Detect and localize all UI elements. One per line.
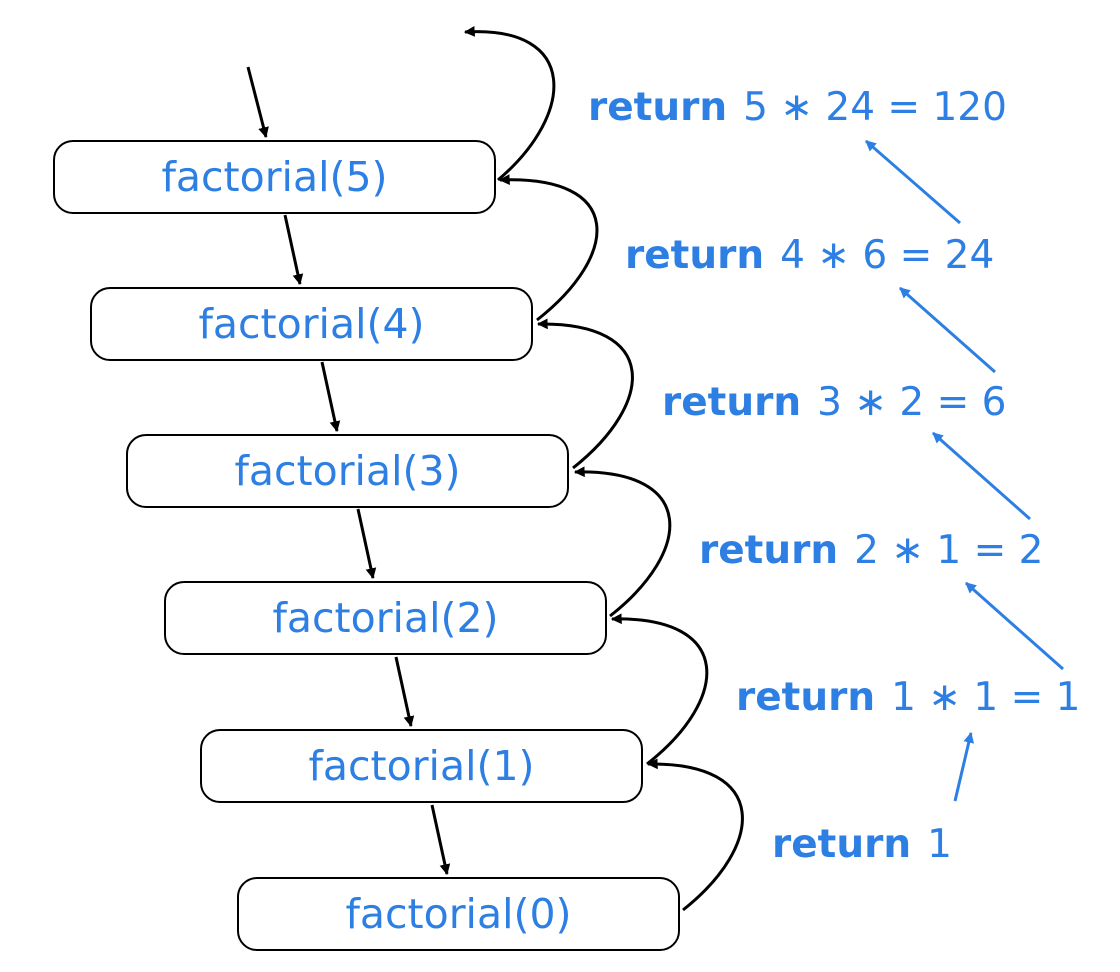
- return-keyword: return: [662, 380, 802, 425]
- call-label: factorial(4): [198, 300, 425, 348]
- return-curve-arrow: [536, 318, 634, 470]
- call-label: factorial(0): [345, 890, 572, 938]
- call-label: factorial(3): [234, 447, 461, 495]
- return-expression: 5 ∗ 24 = 120: [743, 85, 1007, 130]
- call-box-factorial-1: factorial(1): [200, 729, 643, 803]
- value-arrow: [865, 139, 961, 225]
- call-box-factorial-5: factorial(5): [53, 140, 496, 214]
- call-arrow: [394, 656, 415, 728]
- return-keyword: return: [772, 822, 912, 867]
- return-expression: 1: [927, 822, 952, 867]
- call-box-factorial-2: factorial(2): [164, 581, 607, 655]
- return-label-5: return 1 ∗ 1 = 1: [736, 678, 1080, 717]
- exit-arrow: [463, 26, 556, 182]
- return-label-6: return 1: [772, 825, 952, 864]
- return-label-2: return 4 ∗ 6 = 24: [625, 236, 994, 275]
- entry-arrow: [246, 66, 269, 139]
- call-label: factorial(5): [161, 153, 388, 201]
- call-box-factorial-0: factorial(0): [237, 877, 680, 951]
- return-curve-arrow: [573, 466, 672, 618]
- value-arrow: [932, 431, 1031, 521]
- return-label-3: return 3 ∗ 2 = 6: [662, 383, 1006, 422]
- return-label-1: return 5 ∗ 24 = 120: [588, 88, 1007, 127]
- return-expression: 3 ∗ 2 = 6: [817, 380, 1007, 425]
- return-keyword: return: [736, 675, 876, 720]
- return-expression: 2 ∗ 1 = 2: [854, 528, 1044, 573]
- value-arrow: [965, 581, 1064, 671]
- call-arrow: [430, 804, 451, 876]
- return-keyword: return: [699, 528, 839, 573]
- call-label: factorial(2): [272, 594, 499, 642]
- call-arrow: [320, 361, 341, 433]
- return-keyword: return: [625, 233, 765, 278]
- call-arrow: [283, 214, 304, 286]
- return-expression: 1 ∗ 1 = 1: [891, 675, 1081, 720]
- call-box-factorial-3: factorial(3): [126, 434, 569, 508]
- value-arrow: [899, 286, 996, 374]
- return-curve-arrow: [610, 613, 709, 766]
- call-box-factorial-4: factorial(4): [90, 287, 533, 361]
- call-label: factorial(1): [308, 742, 535, 790]
- return-curve-arrow: [498, 174, 599, 322]
- return-expression: 4 ∗ 6 = 24: [780, 233, 995, 278]
- call-arrow: [356, 508, 377, 580]
- return-keyword: return: [588, 85, 728, 130]
- return-label-4: return 2 ∗ 1 = 2: [699, 531, 1043, 570]
- return-curve-arrow: [646, 758, 744, 912]
- value-arrow: [953, 731, 975, 802]
